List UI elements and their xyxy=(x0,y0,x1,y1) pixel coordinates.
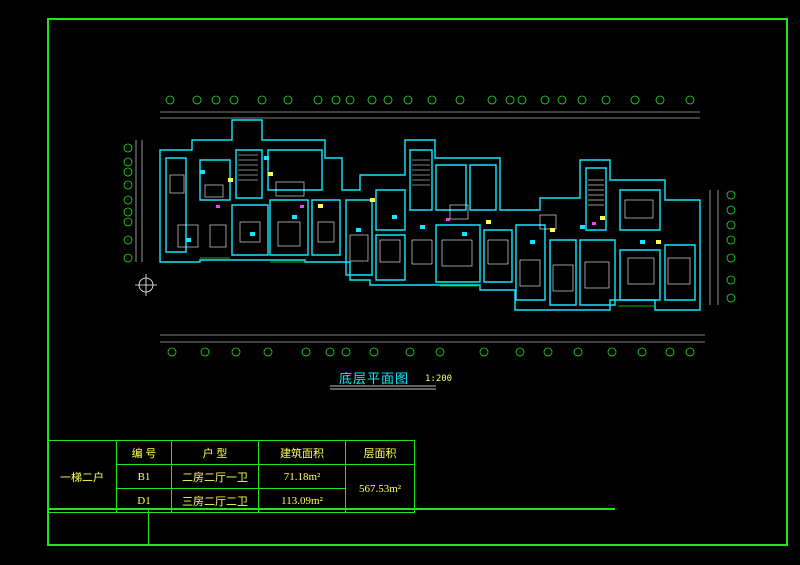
header-code: 编 号 xyxy=(116,440,172,465)
row-code: B1 xyxy=(116,464,172,489)
axis-markers-right xyxy=(726,190,736,303)
axis-bubble xyxy=(543,347,553,357)
axis-bubble xyxy=(577,95,587,105)
axis-bubble xyxy=(726,220,736,230)
axis-bubble xyxy=(165,95,175,105)
axis-bubble xyxy=(487,95,497,105)
axis-bubble xyxy=(192,95,202,105)
axis-bubble xyxy=(403,95,413,105)
axis-bubble xyxy=(123,195,133,205)
axis-bubble xyxy=(726,190,736,200)
axis-bubble xyxy=(405,347,415,357)
fixtures-yellow xyxy=(228,172,661,244)
axis-bubble xyxy=(515,347,525,357)
axis-bubble xyxy=(367,95,377,105)
left-dimension-lines xyxy=(135,140,143,262)
axis-markers-left xyxy=(123,143,133,263)
area-table: 一梯二户 编 号 户 型 建筑面积 层面积 B1 二房二厅一卫 71.18m² … xyxy=(47,440,415,513)
stairs xyxy=(238,154,604,206)
axis-bubble xyxy=(435,347,445,357)
axis-bubble xyxy=(167,347,177,357)
axis-bubble xyxy=(123,207,133,217)
axis-bubble xyxy=(557,95,567,105)
axis-bubble xyxy=(257,95,267,105)
top-dimension-lines xyxy=(160,111,700,119)
axis-bubble xyxy=(427,95,437,105)
axis-bubble xyxy=(231,347,241,357)
header-type: 户 型 xyxy=(171,440,259,465)
bottom-dimension-lines xyxy=(160,334,705,343)
axis-bubble xyxy=(540,95,550,105)
axis-markers-bottom xyxy=(167,347,695,357)
axis-bubble xyxy=(263,347,273,357)
axis-bubble xyxy=(283,95,293,105)
title-underline xyxy=(330,385,436,390)
axis-bubble xyxy=(726,293,736,303)
right-dimension-lines xyxy=(709,190,719,305)
axis-bubble xyxy=(505,95,515,105)
table-row: B1 二房二厅一卫 71.18m² 567.53m² xyxy=(48,464,415,513)
axis-bubble xyxy=(517,95,527,105)
axis-bubble xyxy=(630,95,640,105)
axis-bubble xyxy=(123,217,133,227)
group-label: 一梯二户 xyxy=(47,440,117,513)
axis-bubble xyxy=(726,253,736,263)
building-walls xyxy=(159,119,701,311)
axis-bubble xyxy=(383,95,393,105)
fixtures-magenta xyxy=(216,205,596,225)
fixtures-cyan xyxy=(186,156,645,244)
row-area: 71.18m² xyxy=(258,464,346,489)
axis-bubble xyxy=(301,347,311,357)
axis-bubble xyxy=(726,235,736,245)
axis-bubble xyxy=(229,95,239,105)
axis-bubble xyxy=(573,347,583,357)
axis-bubble xyxy=(123,235,133,245)
axis-bubble xyxy=(325,347,335,357)
axis-bubble xyxy=(685,95,695,105)
axis-bubble xyxy=(665,347,675,357)
axis-bubble xyxy=(655,95,665,105)
title-block-divider xyxy=(148,508,149,546)
axis-bubble xyxy=(341,347,351,357)
floor-area-value: 567.53m² xyxy=(345,464,415,513)
drawing-title: 底层平面图 xyxy=(339,372,410,387)
header-area: 建筑面积 xyxy=(258,440,346,465)
axis-bubble xyxy=(601,95,611,105)
title-block-line xyxy=(47,508,615,510)
axis-bubble xyxy=(331,95,341,105)
row-type: 二房二厅一卫 xyxy=(171,464,259,489)
axis-bubble xyxy=(637,347,647,357)
axis-bubble xyxy=(123,180,133,190)
axis-bubble xyxy=(726,205,736,215)
north-arrow-icon xyxy=(135,274,157,296)
axis-bubble xyxy=(200,347,210,357)
axis-bubble xyxy=(123,157,133,167)
axis-bubble xyxy=(479,347,489,357)
axis-bubble xyxy=(607,347,617,357)
axis-bubble xyxy=(211,95,221,105)
axis-bubble xyxy=(726,275,736,285)
axis-bubble xyxy=(123,143,133,153)
furniture xyxy=(169,174,691,292)
axis-bubble xyxy=(369,347,379,357)
axis-bubble xyxy=(123,167,133,177)
header-floor-area: 层面积 xyxy=(345,440,415,465)
drawing-scale: 1:200 xyxy=(425,374,453,384)
axis-bubble xyxy=(455,95,465,105)
balconies xyxy=(200,257,655,307)
axis-bubble xyxy=(313,95,323,105)
axis-bubble xyxy=(685,347,695,357)
axis-bubble xyxy=(345,95,355,105)
axis-markers-top xyxy=(165,95,695,105)
drawing-frame xyxy=(47,18,788,546)
axis-bubble xyxy=(123,253,133,263)
